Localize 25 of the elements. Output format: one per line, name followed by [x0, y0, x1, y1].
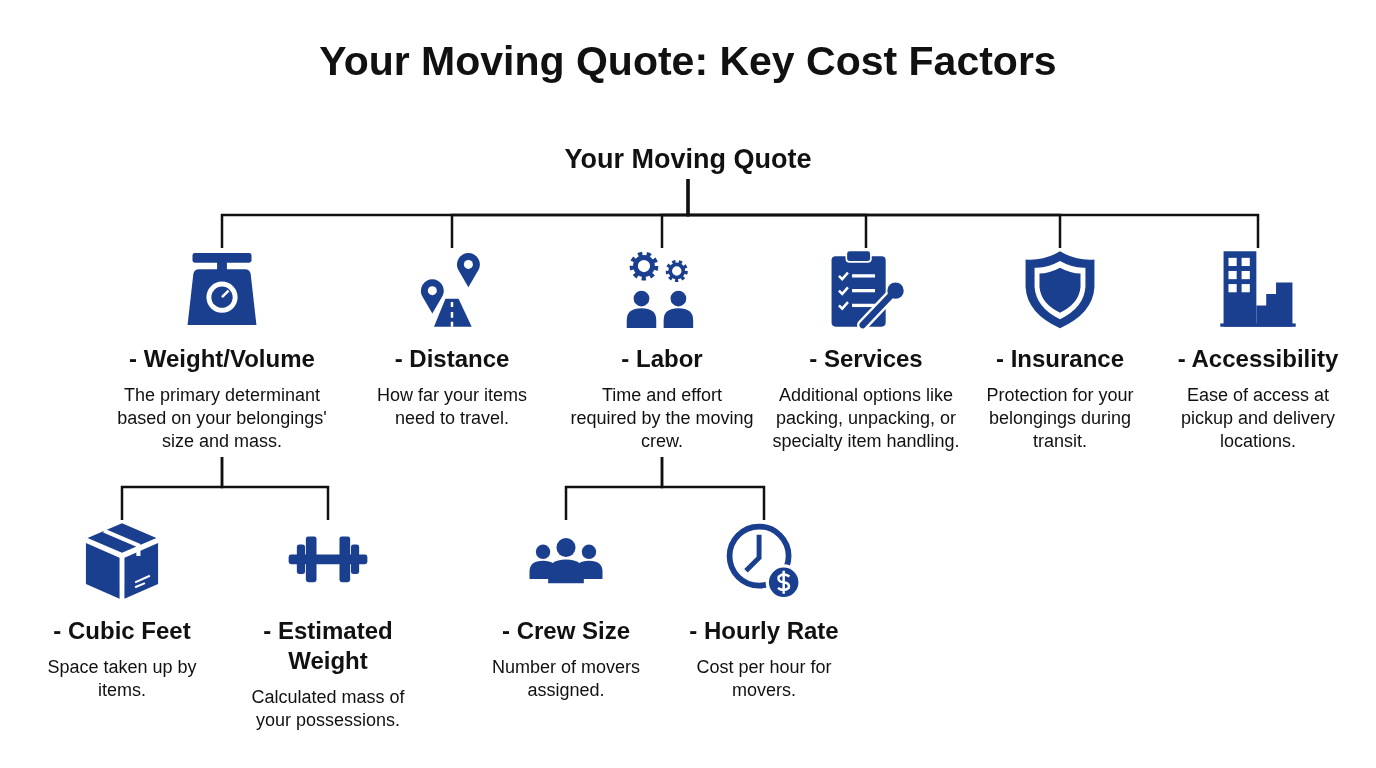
factor-heading: - Hourly Rate [689, 616, 839, 646]
factor-heading: - Accessibility [1177, 344, 1339, 374]
connector-line [686, 179, 1260, 248]
factor-description: Calculated mass of your possessions. [250, 686, 406, 732]
factor-heading: - Weight/Volume [129, 344, 315, 374]
factor-heading: - Estimated Weight [262, 616, 394, 676]
factor-description: Additional options like packing, unpacking, or specialty item handling. [771, 384, 961, 453]
factor-description: Space taken up by items. [46, 656, 198, 702]
factor-description: Protection for your belongings during transit. [985, 384, 1135, 453]
title: Your Moving Quote: Key Cost Factors [318, 38, 1058, 85]
factor-description: Ease of access at pickup and delivery locations. [1179, 384, 1337, 453]
connector-line [220, 457, 330, 520]
factor-description: Number of movers assigned. [490, 656, 641, 702]
factor-heading: - Cubic Feet [53, 616, 191, 646]
factor-heading: - Labor [621, 344, 703, 374]
factor-description: How far your items need to travel. [375, 384, 528, 430]
factor-heading: - Services [809, 344, 923, 374]
root-heading: Your Moving Quote [564, 144, 812, 175]
factor-heading: - Crew Size [501, 616, 630, 646]
factor-heading: - Insurance [995, 344, 1124, 374]
factor-heading: - Distance [394, 344, 510, 374]
factor-description: Cost per hour for movers. [695, 656, 833, 702]
factor-description: Time and effort required by the moving crew. [569, 384, 755, 453]
connector-line [660, 457, 766, 520]
factor-description: The primary determinant based on your belongings' size and mass. [116, 384, 328, 453]
